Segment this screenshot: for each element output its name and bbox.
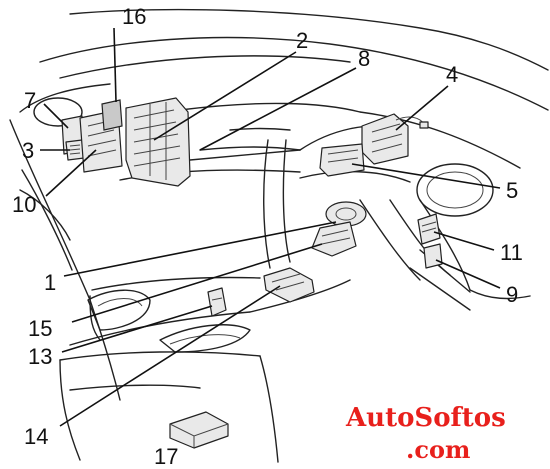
- watermark: AutoSoftos .com: [345, 403, 506, 464]
- dashboard-outline: [9, 8, 549, 463]
- label-3: 3: [22, 138, 34, 163]
- component-17: [169, 411, 229, 449]
- label-2: 2: [296, 28, 308, 53]
- component-13: [207, 287, 227, 317]
- label-7: 7: [24, 88, 36, 113]
- label-1: 1: [44, 270, 56, 295]
- label-13: 13: [28, 344, 52, 369]
- label-9: 9: [506, 282, 518, 307]
- label-17: 17: [154, 444, 178, 469]
- component-16: [101, 99, 123, 131]
- component-2: [125, 97, 191, 187]
- callout-labels: 16 2 8 4 7 3 10 5 11 9 1 15 13 14 17: [12, 4, 523, 469]
- label-11: 11: [500, 240, 523, 265]
- label-16: 16: [122, 4, 146, 29]
- label-14: 14: [24, 424, 48, 449]
- label-4: 4: [446, 62, 458, 87]
- watermark-line2: .com: [406, 435, 470, 464]
- component-5: [319, 143, 365, 177]
- component-4: [361, 113, 429, 165]
- component-11: [417, 213, 441, 245]
- label-10: 10: [12, 192, 36, 217]
- component-1: [311, 201, 367, 257]
- component-14: [263, 267, 315, 303]
- label-5: 5: [506, 178, 518, 203]
- label-15: 15: [28, 316, 52, 341]
- label-8: 8: [358, 46, 370, 71]
- watermark-line1: AutoSoftos: [345, 403, 506, 433]
- leader-lines: [40, 27, 501, 427]
- component-9: [423, 243, 443, 269]
